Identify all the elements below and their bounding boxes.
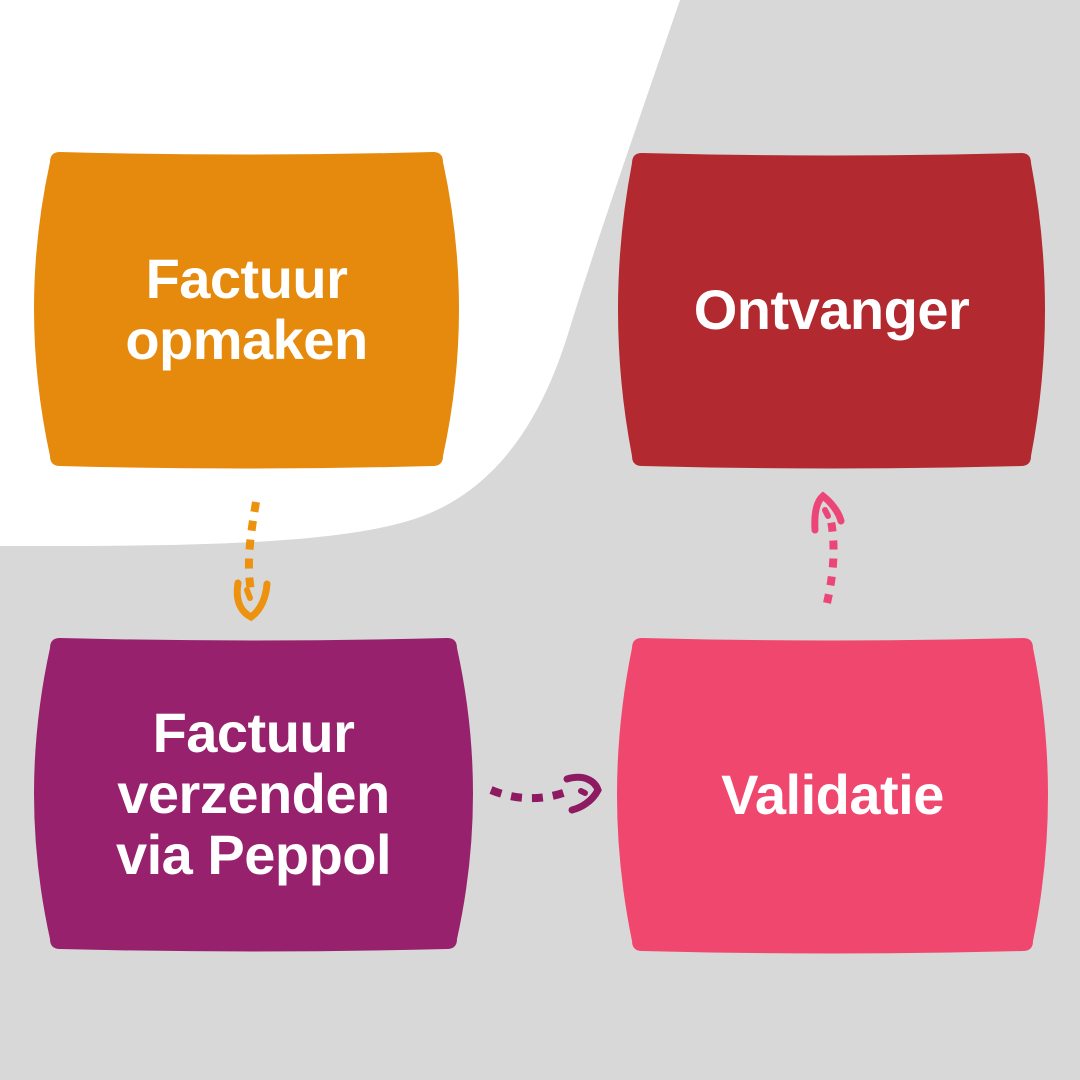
arrow-opmaken-to-verzenden — [233, 501, 271, 622]
node-factuur-opmaken — [34, 152, 459, 469]
arrow-up-head-icon — [811, 491, 845, 534]
arrow-up-head-tick — [822, 507, 831, 519]
arrow-right-head-tick — [578, 788, 588, 796]
node-validatie — [617, 638, 1048, 954]
node-ontvanger — [618, 153, 1045, 469]
arrow-right-dashed-line — [489, 786, 568, 803]
arrow-down-dashed-line — [244, 501, 260, 592]
arrow-up-dashed-line — [823, 520, 838, 604]
arrow-validatie-to-ontvanger — [811, 491, 845, 604]
arrow-down-head-tick — [244, 587, 253, 601]
arrow-right-head-icon — [563, 773, 602, 814]
node-factuur-verzenden — [34, 638, 473, 952]
arrow-down-head-icon — [233, 579, 271, 622]
arrow-verzenden-to-validatie — [489, 773, 602, 814]
